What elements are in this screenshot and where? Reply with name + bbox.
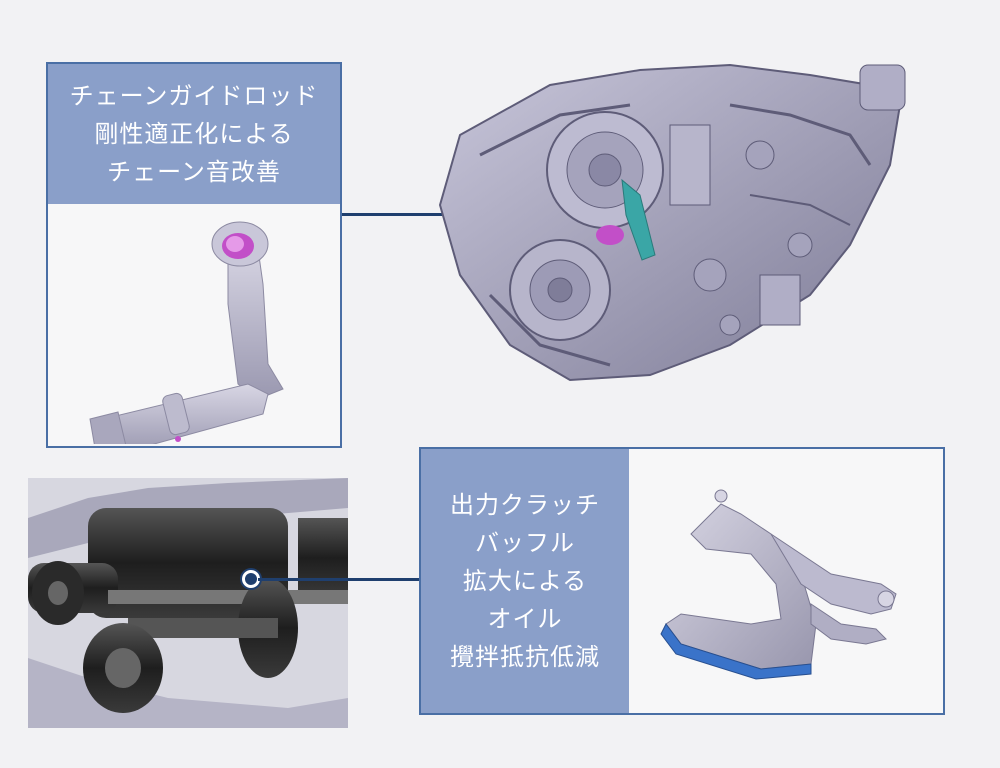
output-clutch-line-4: オイル bbox=[487, 605, 563, 633]
output-clutch-baffle-callout: 出力クラッチ バッフル 拡大による オイル 攪拌抵抗低減 bbox=[419, 447, 945, 715]
chain-guide-rod-illustration bbox=[89, 221, 284, 444]
output-clutch-connector bbox=[258, 578, 420, 581]
output-clutch-cutaway-illustration bbox=[28, 478, 348, 728]
chain-guide-rod-line-1: チェーンガイドロッド bbox=[69, 82, 319, 110]
chain-guide-rod-line-3: チェーン音改善 bbox=[107, 158, 281, 186]
output-clutch-label-panel: 出力クラッチ バッフル 拡大による オイル 攪拌抵抗低減 bbox=[421, 449, 629, 713]
chain-guide-rod-callout: チェーンガイドロッド 剛性適正化による チェーン音改善 bbox=[46, 62, 342, 448]
output-clutch-line-1: 出力クラッチ bbox=[450, 491, 600, 519]
chain-guide-rod-label-panel: チェーンガイドロッド 剛性適正化による チェーン音改善 bbox=[48, 64, 340, 204]
transmission-illustration bbox=[438, 63, 906, 382]
output-clutch-line-5: 攪拌抵抗低減 bbox=[450, 643, 600, 671]
output-clutch-line-3: 拡大による bbox=[462, 567, 588, 595]
chain-guide-rod-line-2: 剛性適正化による bbox=[94, 120, 294, 148]
baffle-illustration bbox=[660, 489, 897, 680]
output-clutch-line-2: バッフル bbox=[475, 529, 575, 557]
